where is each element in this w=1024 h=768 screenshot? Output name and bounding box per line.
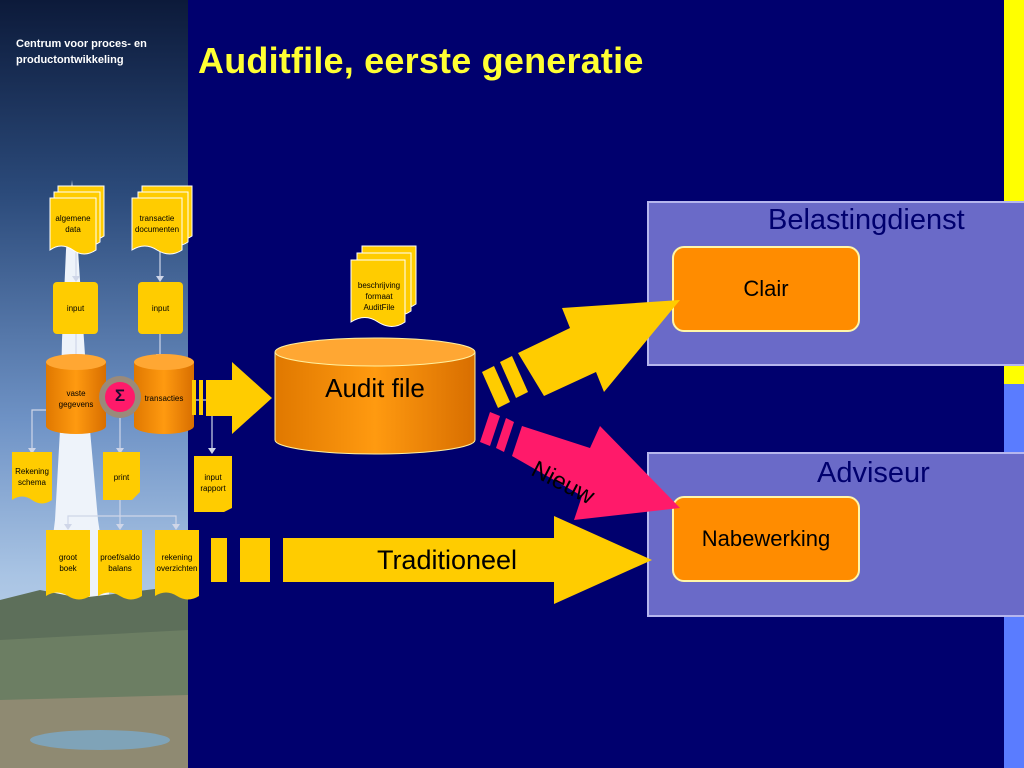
sigma-icon: Σ [114,386,126,405]
nabewerking-button[interactable]: Nabewerking [672,496,860,582]
input-left-label: input [66,304,85,313]
doc-transactie-documenten [131,185,193,255]
doc-algemene-data [49,185,105,255]
out-proef-label: proef/saldo balans [100,553,140,573]
doc-beschrijving-label: beschrijving formaat AuditFile [357,281,401,312]
organization-name: Centrum voor proces- en productontwikkel… [16,38,147,66]
doc-algemene-data-label: algemene data [55,214,91,234]
db-vaste-label: vaste gegevens [58,389,94,409]
doc-transactie-label: transactie documenten [134,214,180,234]
belastingdienst-title: Belastingdienst [768,204,965,236]
print-label: print [113,473,130,482]
out-rekening-label: rekening overzichten [156,553,198,573]
auditfile-label: Audit file [325,373,425,403]
db-transacties-label: transacties [144,394,184,403]
arrow-to-clair [482,300,680,408]
clair-button[interactable]: Clair [672,246,860,332]
rekening-schema-label: Rekening schema [15,467,49,487]
arrow-traditioneel [211,516,652,604]
db-transacties [134,354,194,434]
page-title: Auditfile, eerste generatie [198,40,644,81]
traditioneel-label: Traditioneel [376,545,518,575]
input-right-label: input [151,304,170,313]
arrow-nieuw [480,412,680,520]
out-grootboek-label: groot boek [58,553,78,573]
input-box-right [138,282,183,334]
input-box-left [53,282,98,334]
adviseur-title: Adviseur [817,457,930,489]
db-vaste-gegevens [46,354,106,434]
auditfile-cylinder [274,337,476,455]
input-rapport-label: input rapport [200,473,226,493]
